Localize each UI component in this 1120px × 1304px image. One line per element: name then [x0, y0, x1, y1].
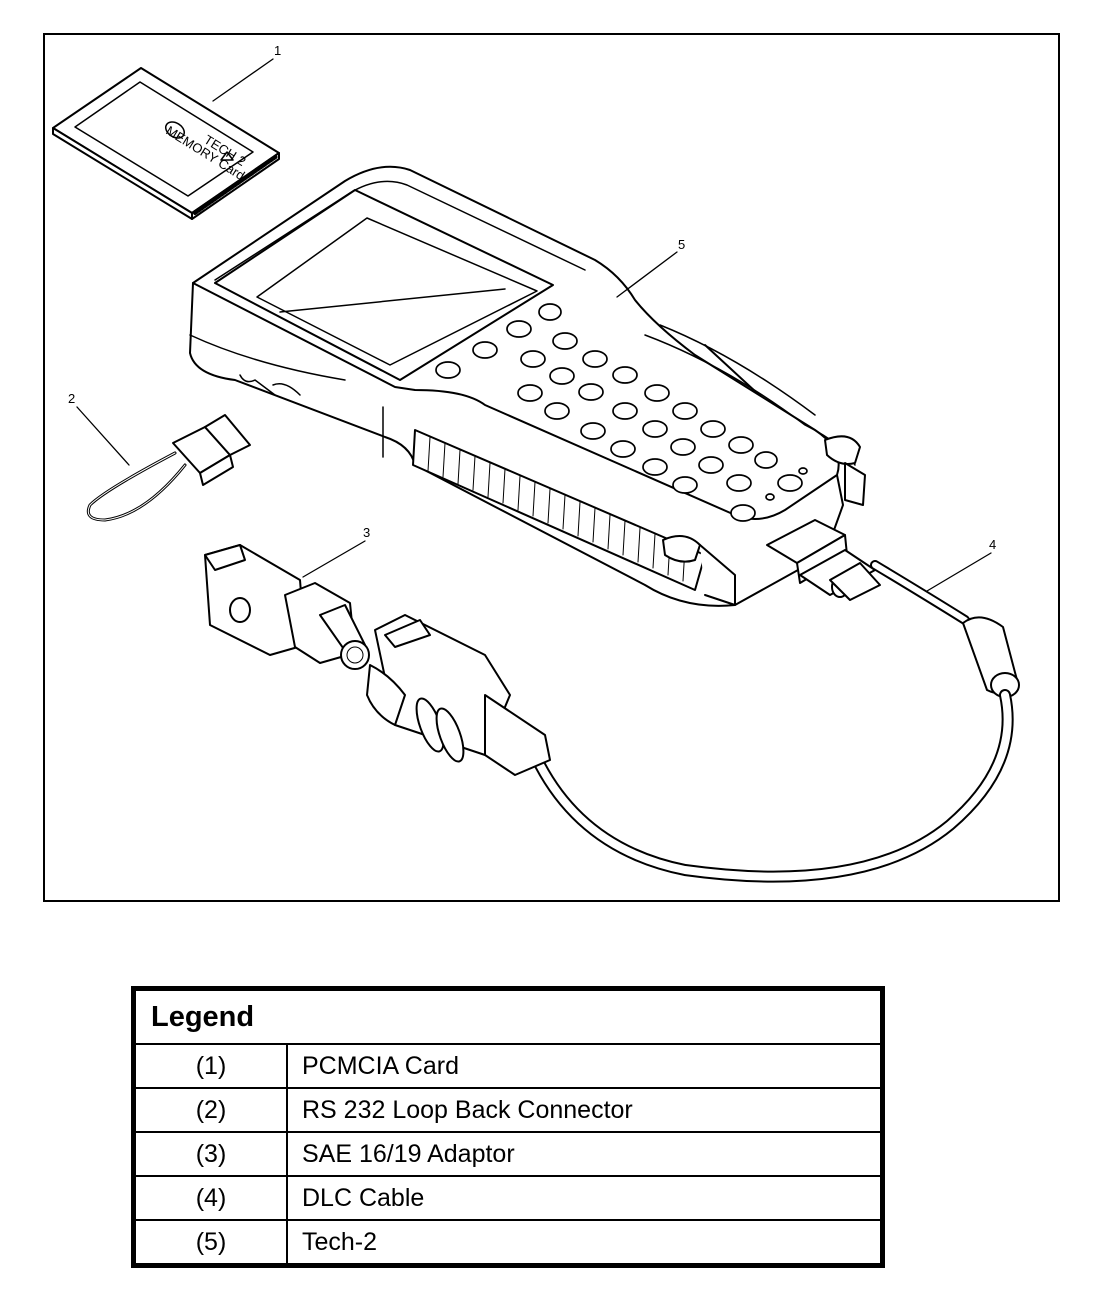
loop-back-connector: [86, 414, 251, 522]
legend-header-row: Legend: [134, 989, 882, 1045]
legend-description: Tech-2: [286, 1219, 882, 1265]
callout-numbers: 1 2 3 4 5: [68, 43, 996, 552]
legend-description: PCMCIA Card: [286, 1043, 882, 1089]
callout-number-4: 4: [989, 537, 996, 552]
sae-adaptor: [204, 544, 370, 670]
legend-table: Legend (1) PCMCIA Card (2) RS 232 Loop B…: [131, 986, 885, 1268]
legend-row: (4) DLC Cable: [134, 1175, 882, 1221]
legend-number: (3): [134, 1131, 288, 1177]
legend-number: (5): [134, 1219, 288, 1265]
db9-connector: [766, 519, 881, 601]
legend-number: (1): [134, 1043, 288, 1089]
callout-number-2: 2: [68, 391, 75, 406]
callout-number-5: 5: [678, 237, 685, 252]
callout-leaders: [76, 58, 992, 592]
tech2-unit: [189, 165, 866, 607]
legend-row: (3) SAE 16/19 Adaptor: [134, 1131, 882, 1177]
legend-number: (2): [134, 1087, 288, 1133]
callout-number-3: 3: [363, 525, 370, 540]
legend-row: (2) RS 232 Loop Back Connector: [134, 1087, 882, 1133]
legend-description: RS 232 Loop Back Connector: [286, 1087, 882, 1133]
legend-number: (4): [134, 1175, 288, 1221]
legend-description: SAE 16/19 Adaptor: [286, 1131, 882, 1177]
pcmcia-card: TECH 2 MEMORY Card: [52, 67, 280, 220]
legend-row: (5) Tech-2: [134, 1219, 882, 1265]
legend-description: DLC Cable: [286, 1175, 882, 1221]
diagram-frame: TECH 2 MEMORY Card: [43, 33, 1060, 902]
legend-row: (1) PCMCIA Card: [134, 1043, 882, 1089]
legend-title: Legend: [134, 989, 882, 1045]
keypad: [435, 303, 808, 522]
tech2-kit-illustration: TECH 2 MEMORY Card: [52, 43, 1020, 883]
dlc-cable: [366, 560, 1020, 883]
callout-number-1: 1: [274, 43, 281, 58]
